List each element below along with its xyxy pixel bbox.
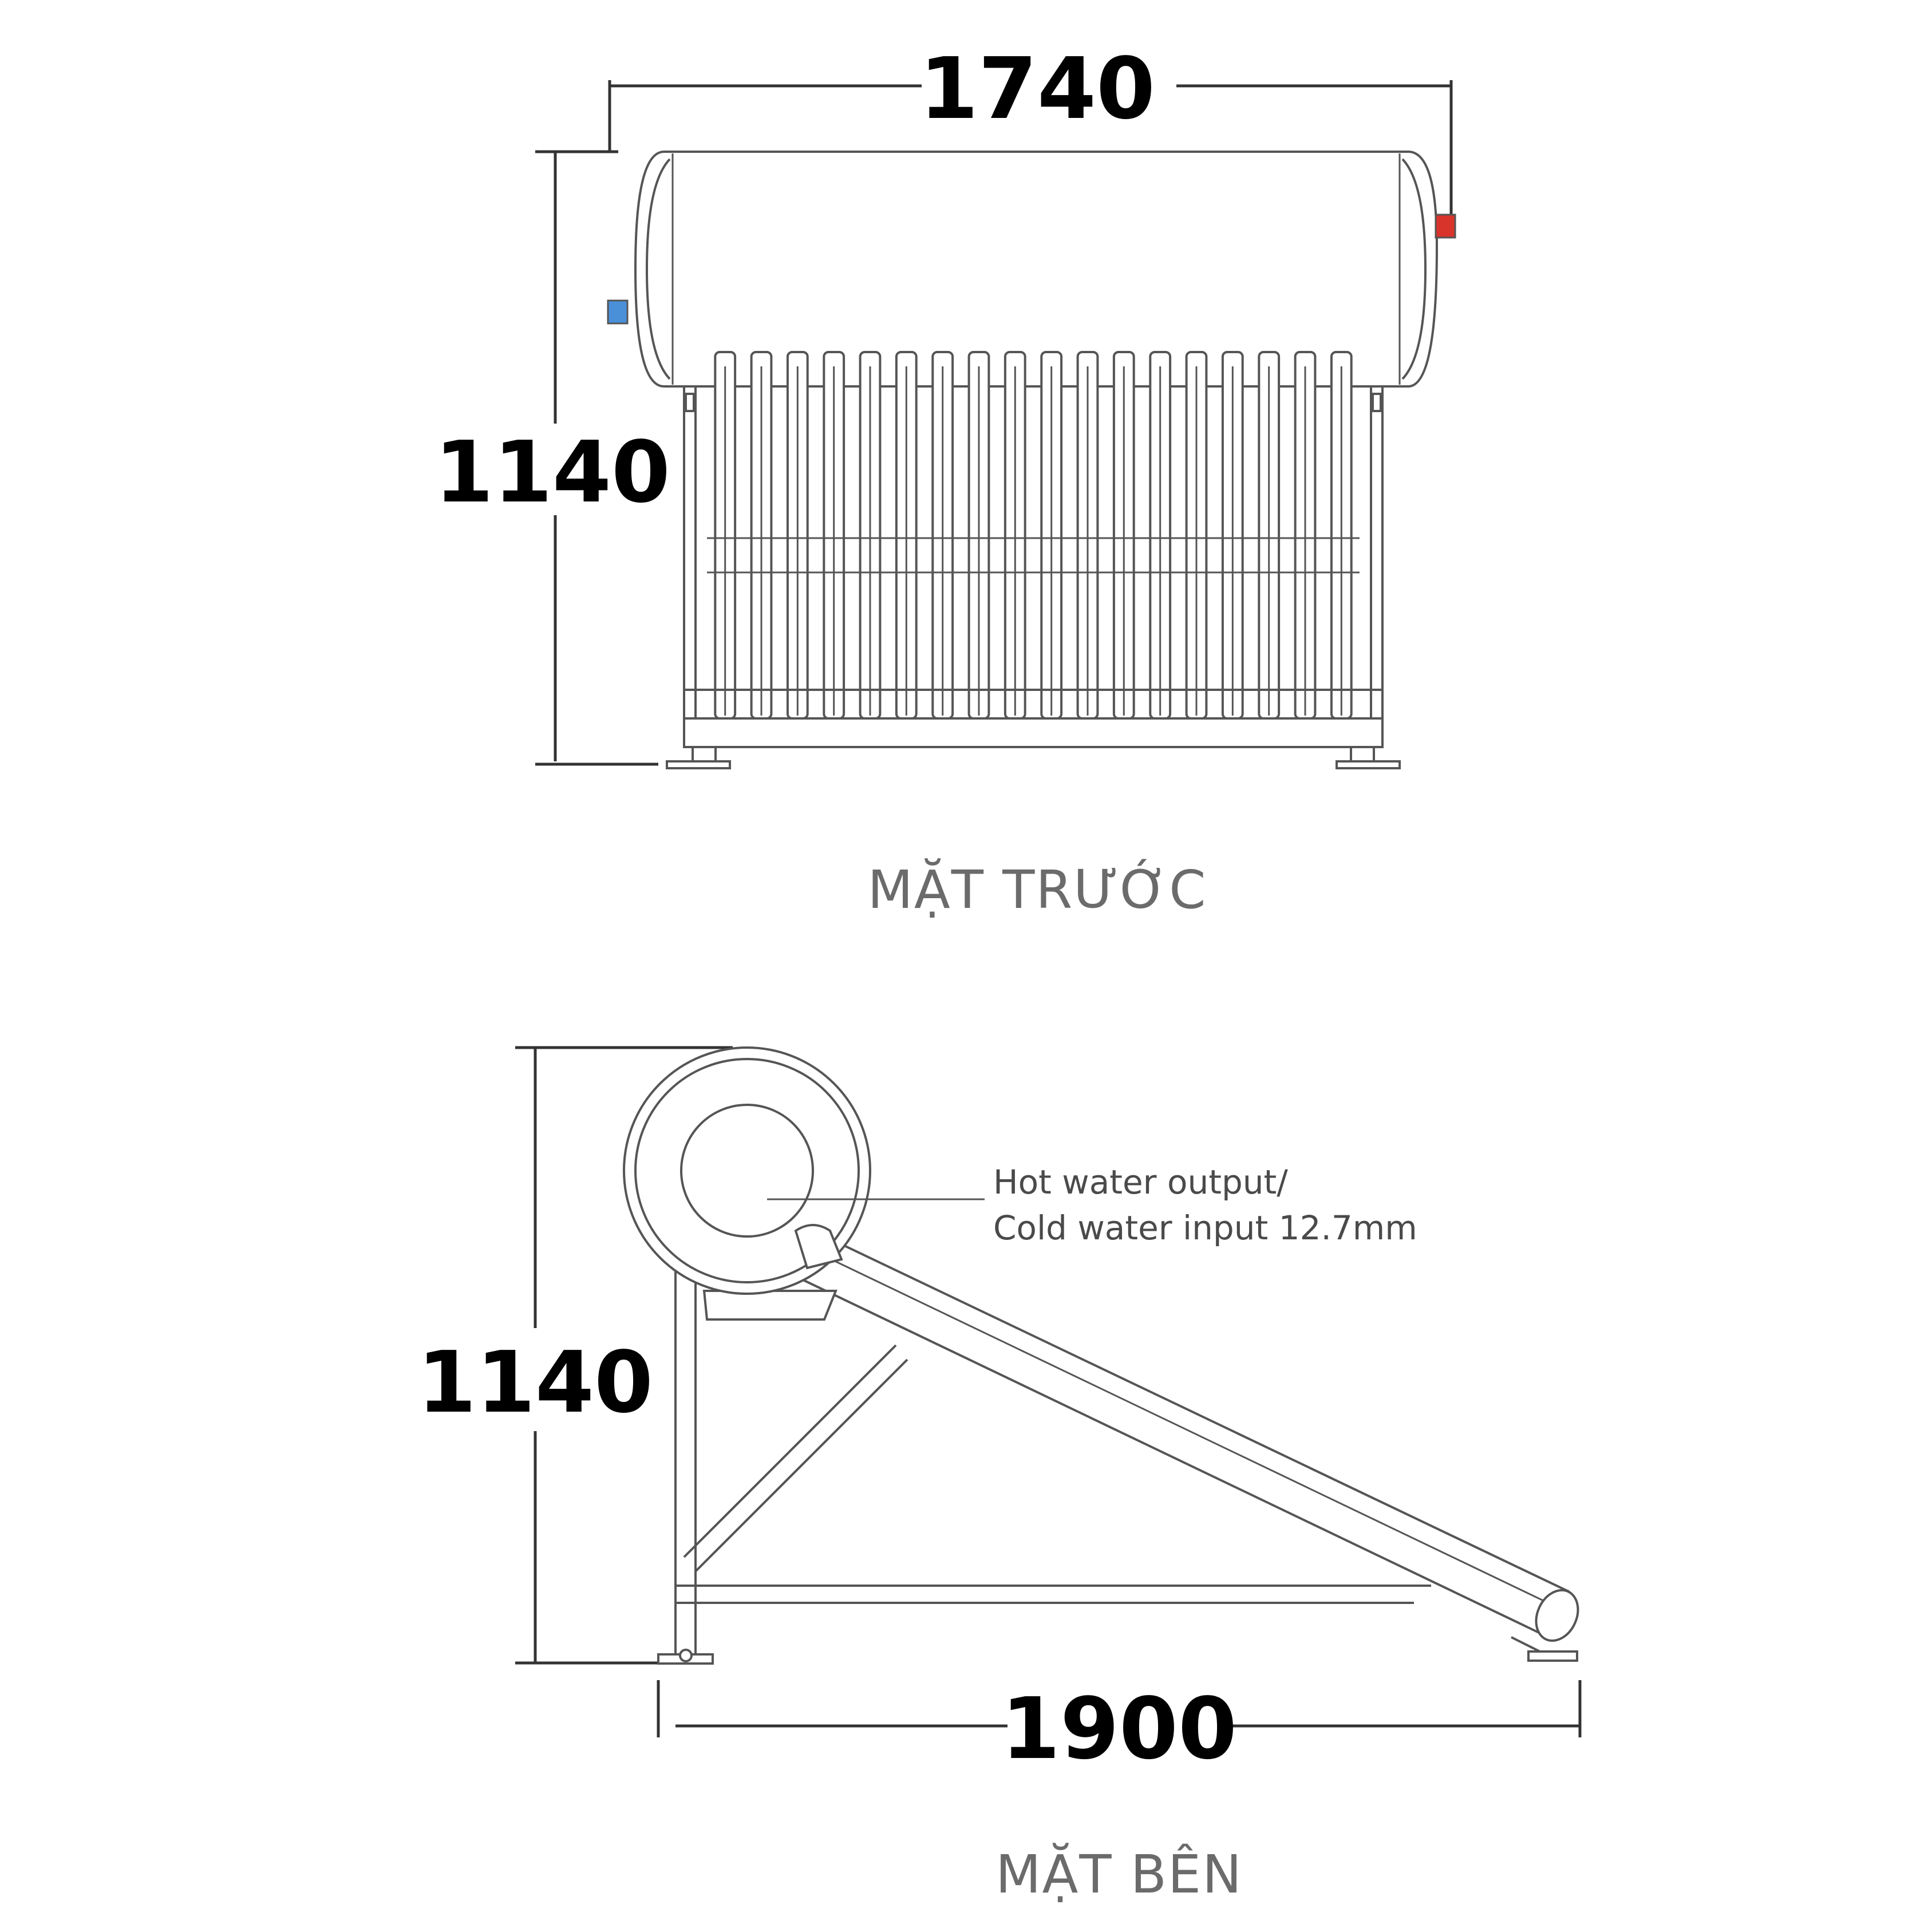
hot-water-connector-icon xyxy=(1435,214,1456,239)
side-view-title: MẶT BÊN xyxy=(995,1844,1243,1905)
side-view xyxy=(515,1046,1582,1737)
side-height-dimension xyxy=(515,1046,733,1665)
side-length-dimension xyxy=(657,1680,1582,1737)
front-height-dimension xyxy=(535,150,658,766)
front-width-label: 1740 xyxy=(919,39,1155,138)
front-height-label: 1140 xyxy=(434,423,670,521)
connector-callout: Hot water output/ Cold water input 12.7m… xyxy=(993,1159,1417,1251)
front-width-dimension xyxy=(608,80,1453,223)
front-water-tank xyxy=(634,151,1439,388)
front-frame xyxy=(666,386,1401,769)
front-vacuum-tubes xyxy=(707,351,1360,720)
side-height-label: 1140 xyxy=(417,1333,653,1432)
side-water-tank xyxy=(623,1046,871,1321)
cold-water-connector-icon xyxy=(607,299,629,325)
callout-line-2: Cold water input 12.7mm xyxy=(993,1208,1417,1247)
side-length-label: 1900 xyxy=(1001,1680,1237,1778)
callout-line-1: Hot water output/ xyxy=(993,1163,1288,1202)
side-support-frame xyxy=(657,1271,1578,1665)
front-view xyxy=(535,80,1456,769)
front-view-title: MẶT TRƯỚC xyxy=(867,859,1207,920)
